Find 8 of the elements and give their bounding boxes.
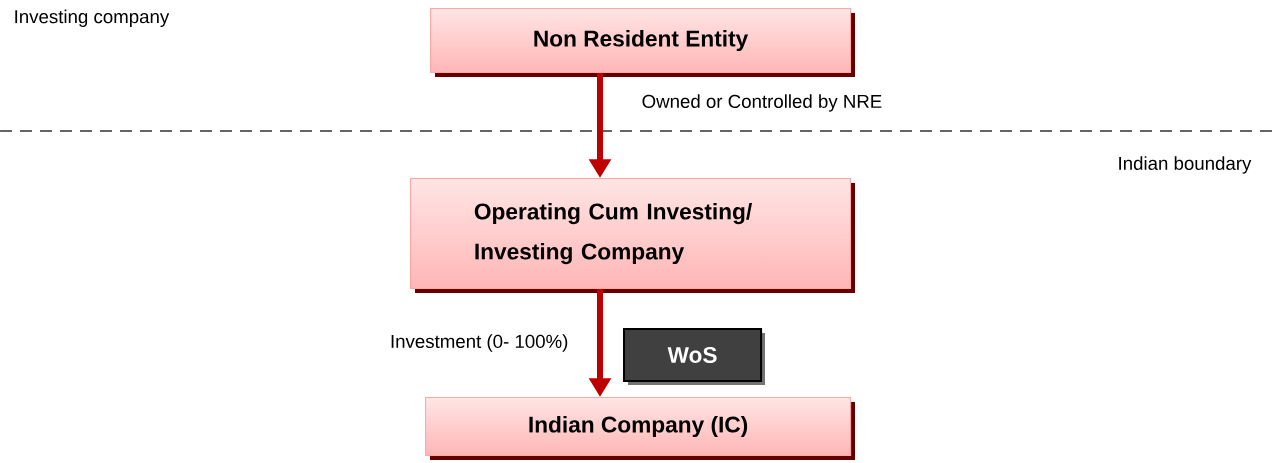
tag-box: WoS — [623, 328, 765, 385]
edge-label: Investment (0- 100%) — [391, 334, 568, 352]
entity-box: Indian Company (IC) — [425, 397, 855, 460]
entity-box: Non Resident Entity — [430, 8, 855, 77]
note-text: Investing company — [15, 9, 170, 27]
edge-label: Owned or Controlled by NRE — [642, 94, 882, 112]
entity-box: Operating Cum Investing/ Investing Company — [410, 178, 855, 293]
note-text: Indian boundary — [1119, 156, 1252, 174]
